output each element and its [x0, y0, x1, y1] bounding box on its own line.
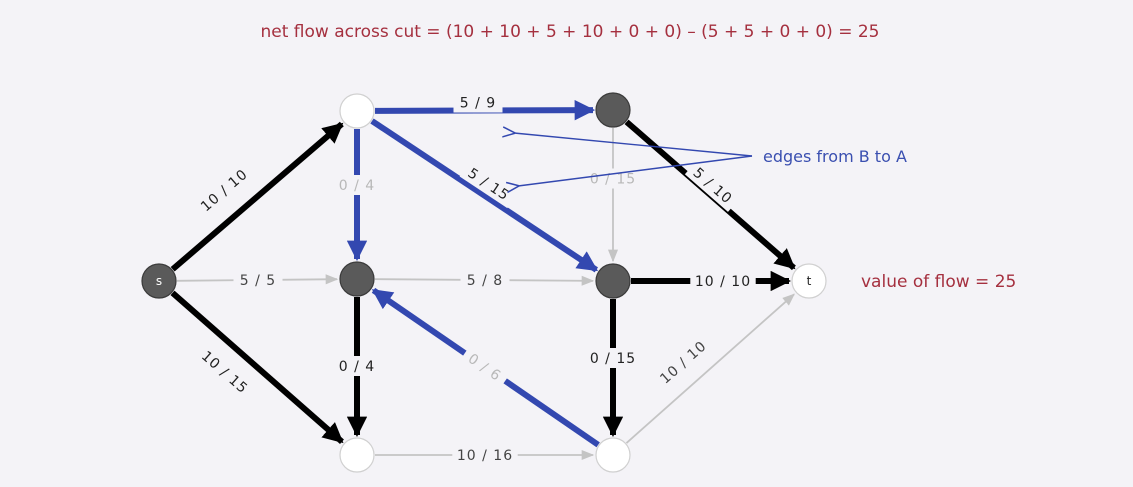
edge-label-group-v5-t: 10 / 10 [690, 271, 756, 291]
node-v2 [339, 261, 375, 297]
edge-label-group-v3-v6: 10 / 16 [452, 445, 518, 465]
edge-label-group-v2-v3: 0 / 4 [332, 356, 382, 376]
edge-label-bg [332, 175, 382, 195]
edge-label-bg [584, 348, 642, 368]
edge-label-bg [651, 332, 715, 392]
annotation-pointer-lower [518, 155, 753, 186]
edge-label-bg [452, 445, 518, 465]
edge-label-group-v6-v2: 0 / 6 [459, 344, 511, 390]
edge-label-v1-v4: 5 / 9 [460, 96, 496, 112]
edge-label-group-v4-t: 5 / 10 [684, 159, 742, 212]
edge-label-bg [233, 270, 283, 290]
edge-label-group-v5-v6: 0 / 15 [584, 348, 642, 368]
node-v3 [339, 437, 375, 473]
edge-label-bg [684, 159, 742, 212]
edge-label-v5-v6: 0 / 15 [590, 351, 636, 367]
edge-label-bg [332, 356, 382, 376]
edge-label-bg [459, 159, 519, 209]
edge-label-v1-v2: 0 / 4 [339, 178, 375, 194]
edge-v1-v5 [370, 118, 599, 273]
edge-label-v2-v3: 0 / 4 [339, 359, 375, 375]
edge-label-v5-t: 10 / 10 [695, 274, 751, 290]
node-label-s: s [156, 274, 162, 288]
node-v6 [595, 437, 631, 473]
edge-label-v3-v6: 10 / 16 [457, 448, 513, 464]
edge-s-v1 [170, 121, 344, 272]
edge-label-v6-t: 10 / 10 [657, 338, 710, 387]
edge-label-group-v1-v4: 5 / 9 [453, 92, 503, 113]
edge-label-group-v6-t: 10 / 10 [651, 332, 715, 392]
node-v1 [339, 93, 375, 129]
edge-label-bg [459, 344, 511, 390]
edge-v6-t [625, 293, 795, 444]
value-of-flow-label: value of flow = 25 [861, 272, 1016, 292]
net-flow-equation: net flow across cut = (10 + 10 + 5 + 10 … [261, 22, 880, 42]
edge-label-v2-v5: 5 / 8 [467, 273, 503, 289]
edge-label-bg [453, 92, 503, 113]
node-v4 [595, 92, 631, 128]
edge-label-bg [460, 270, 510, 290]
edge-label-s-v2: 5 / 5 [240, 273, 276, 289]
edge-label-group-s-v2: 5 / 5 [233, 270, 283, 290]
annotation-pointers [514, 133, 753, 186]
edge-label-group-v2-v5: 5 / 8 [460, 270, 510, 290]
node-t [791, 263, 827, 299]
edge-label-bg [690, 271, 756, 291]
edges-from-b-to-a-note: edges from B to A [763, 147, 907, 166]
node-v5 [595, 263, 631, 299]
edge-label-bg [193, 342, 257, 402]
edge-label-bg [192, 161, 256, 219]
node-label-t: t [807, 274, 812, 288]
node-s [141, 263, 177, 299]
annotation-pointer-upper [514, 133, 753, 157]
edge-label-bg [584, 168, 642, 189]
edge-label-group-s-v3: 10 / 15 [193, 342, 257, 402]
edge-s-v3 [170, 290, 344, 445]
edge-label-group-v1-v2: 0 / 4 [332, 175, 382, 195]
